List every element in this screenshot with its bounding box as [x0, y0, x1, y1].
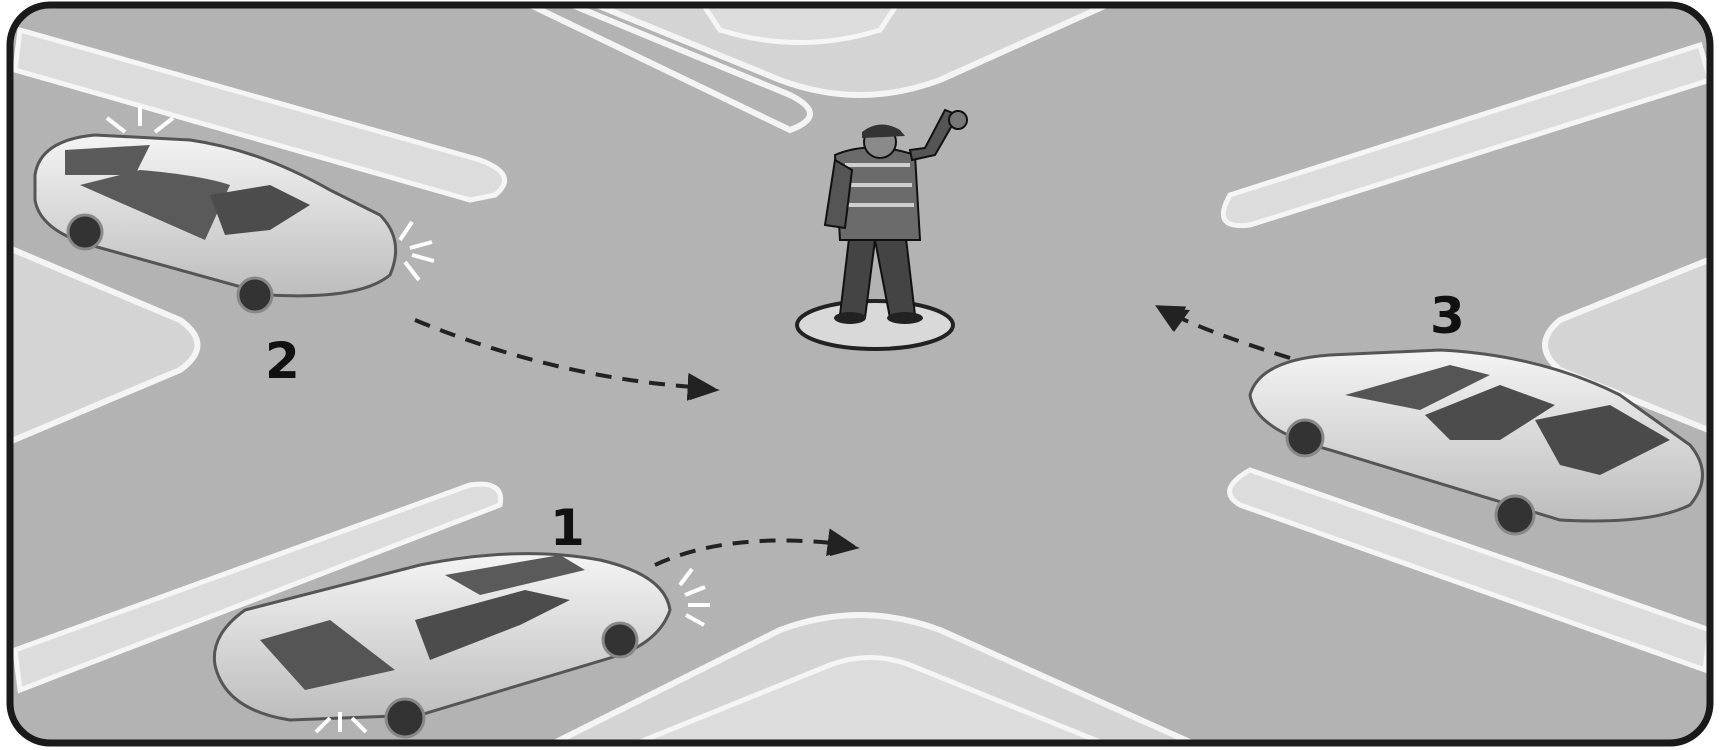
car-3-label: 3	[1430, 287, 1465, 345]
car-2-label: 2	[265, 332, 300, 390]
car-1-label: 1	[550, 499, 585, 557]
